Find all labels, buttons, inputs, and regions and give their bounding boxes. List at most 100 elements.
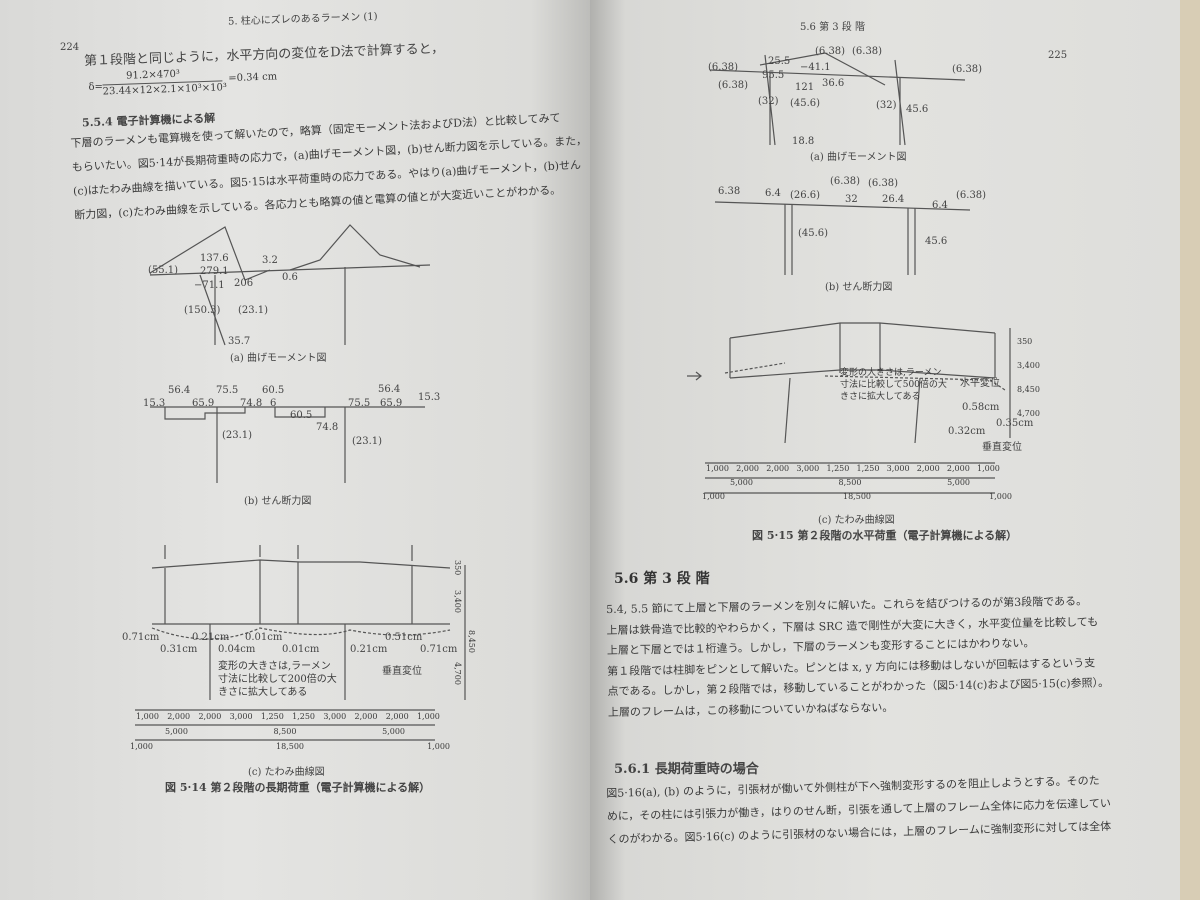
dimension: 1,000 (976, 464, 1000, 473)
dimension: 4,700 (1017, 409, 1040, 418)
dimension: 18,500 (843, 492, 871, 501)
dimension: 1,000 (130, 742, 153, 751)
moment-label: (6.38) (952, 64, 983, 75)
moment-label: 95.5 (762, 70, 785, 81)
dimension: 1,000 (706, 464, 729, 473)
shear-label: 6 (270, 398, 277, 409)
shear-label: 74.8 (316, 422, 339, 433)
moment-label: (32) (758, 96, 779, 107)
dimension: 1,000 (136, 712, 159, 721)
fig-c-caption: (c) たわみ曲線図 (248, 767, 325, 778)
shear-label: 6.4 (932, 200, 948, 211)
dimension: 2,000 (385, 712, 409, 721)
shear-label: (6.38) (868, 178, 899, 189)
load-arrow-icon (687, 371, 702, 381)
deflection-label: 垂直変位 (382, 666, 422, 677)
shear-label: 60.5 (290, 410, 313, 421)
page-number: 224 (60, 42, 80, 53)
right-page: 5.6 第 3 段 階 225 (6.38) 25.5 (6.38) 95.5 … (590, 0, 1180, 900)
deflection-label: 水平変位 (960, 378, 1000, 389)
moment-label: 25.5 (768, 56, 791, 67)
dimension: 18,500 (276, 742, 304, 751)
moment-label: 18.8 (792, 136, 815, 147)
moment-label: −41.1 (800, 62, 831, 73)
dimension: 350 (1017, 337, 1033, 346)
moment-label: 206 (234, 278, 254, 289)
dimension: 2,000 (354, 712, 378, 721)
fig-b-caption: (b) せん断力図 (244, 496, 312, 507)
moment-label: (55.1) (148, 265, 179, 276)
vertical-dimension: 3,400 (452, 590, 462, 613)
shear-label: (23.1) (222, 430, 253, 441)
shear-label: (45.6) (798, 228, 829, 239)
dimension: 2,000 (167, 712, 191, 721)
figure-caption: 図 5·14 第２段階の長期荷重（電子計算機による解） (165, 781, 431, 794)
vertical-dimension: 4,700 (452, 662, 462, 685)
fig-a-caption: (a) 曲げモーメント図 (230, 353, 327, 364)
moment-label: 35.7 (228, 336, 251, 347)
formula-result: =0.34 cm (228, 71, 278, 85)
moment-label: (45.6) (790, 98, 821, 109)
dimension: 3,000 (323, 712, 347, 721)
deflection-label: 0.71cm (420, 644, 458, 655)
shear-label: (6.38) (830, 176, 861, 187)
deflection-label: 0.21cm (350, 644, 388, 655)
dimension: 3,000 (886, 464, 910, 473)
dimension: 5,000 (382, 727, 405, 736)
fig-b-caption: (b) せん断力図 (825, 282, 893, 293)
deflection-label: 0.04cm (218, 644, 256, 655)
formula-lhs: δ= (88, 81, 104, 93)
shear-label: 6.4 (765, 188, 781, 199)
deflection-label: 垂直変位 (982, 442, 1022, 453)
note-line: きさに拡大してある (840, 392, 921, 402)
vertical-dimensions: 350 3,400 8,450 4,700 (1017, 330, 1040, 426)
deflection-label: 0.58cm (962, 402, 1000, 413)
vertical-dimension: 350 (452, 560, 462, 575)
note-line: 変形の大きさは,ラーメン (840, 368, 942, 378)
left-page: 5. 柱心にズレのあるラーメン (1) 224 第１段階と同じように，水平方向の… (0, 0, 590, 900)
dimension: 2,000 (916, 464, 940, 473)
dimension: 1,250 (260, 712, 284, 721)
dimension: 2,000 (766, 464, 790, 473)
section-heading: 5.6 第 3 段 階 (614, 571, 710, 587)
shear-label: 32 (845, 194, 858, 205)
dimension: 5,000 (947, 478, 970, 487)
dimension-row: 1,000 18,500 1,000 (130, 742, 450, 752)
moment-label: 45.6 (906, 104, 929, 115)
deflection-diagram (135, 545, 466, 741)
moment-label: 121 (795, 82, 815, 93)
note-line: 寸法に比較して200倍の大 (218, 674, 337, 685)
shear-force-diagram (714, 201, 971, 275)
shear-label: 45.6 (925, 236, 948, 247)
fig-c-caption: (c) たわみ曲線図 (818, 515, 895, 526)
moment-label: 279.1 (200, 266, 229, 277)
deflection-label: 0.31cm (160, 644, 198, 655)
shear-label: 6.38 (718, 186, 741, 197)
moment-label: (6.38) (708, 62, 739, 73)
moment-label: (150.3) (184, 305, 221, 316)
running-head: 5.6 第 3 段 階 (800, 22, 865, 33)
shear-label: 15.3 (143, 398, 166, 409)
deflection-label: 0.35cm (996, 418, 1034, 429)
intro-line: 第１段階と同じように，水平方向の変位をD法で計算すると， (83, 41, 445, 69)
dimension: 1,250 (292, 712, 315, 721)
shear-label: (23.1) (352, 436, 383, 447)
dimension: 2,000 (198, 712, 222, 721)
note-line: 変形の大きさは,ラーメン (218, 661, 331, 672)
scale-note: 変形の大きさは,ラーメン 寸法に比較して200倍の大 きさに拡大してある (218, 660, 337, 699)
shear-label: 75.5 (216, 385, 239, 396)
deflection-label: 0.01cm (245, 632, 283, 643)
dimension: 1,000 (989, 492, 1012, 501)
dimension: 1,000 (416, 712, 440, 721)
moment-label: 137.6 (200, 253, 229, 264)
shear-label: 65.9 (380, 398, 403, 409)
dimension: 1,000 (427, 742, 450, 751)
moment-label: 36.6 (822, 78, 845, 89)
moment-label: (23.1) (238, 305, 269, 316)
dimension: 3,000 (796, 464, 820, 473)
deflection-label: 0.32cm (948, 426, 986, 437)
dimension: 3,000 (229, 712, 253, 721)
